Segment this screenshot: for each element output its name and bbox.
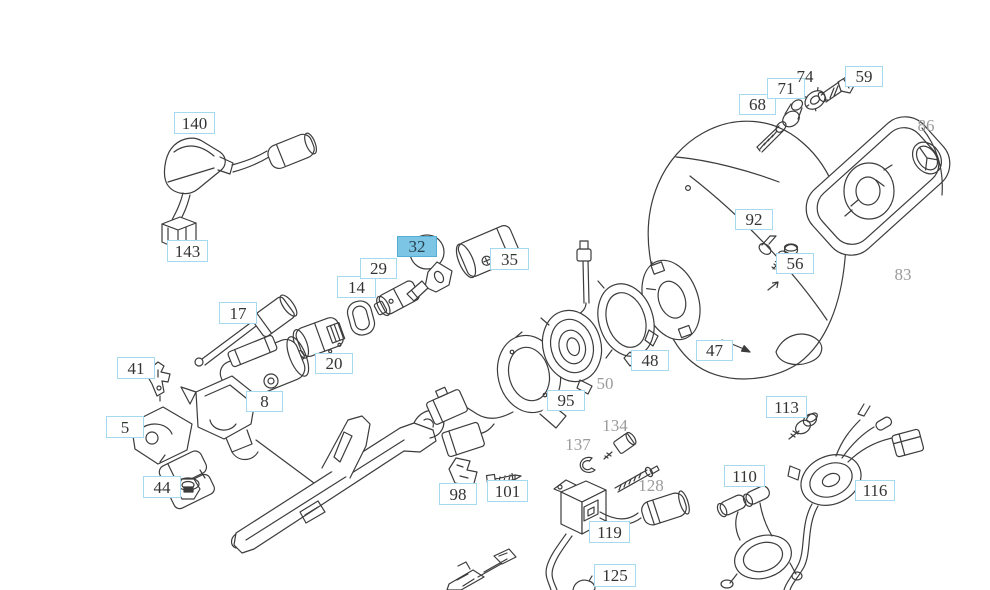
part-label-119[interactable]: 119 [589, 521, 630, 543]
part-drawing-bracket-98 [448, 457, 478, 488]
part-label-143[interactable]: 143 [167, 240, 208, 262]
part-drawing-stud-128 [614, 465, 660, 493]
part-label-113[interactable]: 113 [766, 396, 807, 418]
part-label-74: 74 [796, 66, 814, 86]
part-label-48[interactable]: 48 [631, 350, 669, 371]
part-drawing-column-jacket [230, 409, 445, 554]
part-drawing-screw-92 [758, 235, 777, 255]
part-label-20[interactable]: 20 [315, 353, 353, 374]
part-label-56[interactable]: 56 [776, 253, 814, 274]
part-drawing-airbag-cover [805, 116, 951, 256]
part-label-83: 83 [894, 264, 912, 284]
part-drawing-screw-113 [788, 412, 818, 440]
part-drawing-contact-ring-116 [783, 403, 925, 590]
part-label-95[interactable]: 95 [547, 390, 585, 411]
part-drawing-c-clip-137 [579, 456, 596, 474]
part-label-86: 86 [917, 115, 935, 135]
part-drawing-ignition-cable-119 [545, 479, 690, 590]
part-label-50: 50 [596, 373, 614, 393]
part-label-5[interactable]: 5 [106, 416, 144, 438]
part-label-59[interactable]: 59 [845, 66, 883, 87]
leader-line-8 [255, 439, 319, 487]
part-label-134: 134 [602, 415, 628, 435]
part-drawing-retainer-48 [597, 280, 659, 367]
part-label-44[interactable]: 44 [143, 476, 181, 498]
part-drawing-key-32 [406, 234, 453, 302]
part-label-98[interactable]: 98 [439, 483, 477, 505]
part-label-92[interactable]: 92 [735, 209, 773, 230]
part-drawing-emblem-86 [911, 141, 943, 175]
part-label-110[interactable]: 110 [724, 465, 765, 487]
part-drawing-lock-housing-8 [180, 334, 310, 461]
part-drawing-partial-bracket [446, 548, 517, 590]
part-label-35[interactable]: 35 [490, 248, 529, 270]
part-label-137: 137 [565, 434, 591, 454]
part-drawing-ring-14 [346, 300, 376, 336]
part-label-128: 128 [638, 475, 664, 495]
part-drawing-pin-17 [194, 294, 298, 367]
part-drawing-bracket-110 [716, 485, 803, 589]
part-label-68[interactable]: 68 [739, 94, 776, 115]
part-label-14[interactable]: 14 [337, 276, 376, 298]
part-label-125[interactable]: 125 [594, 564, 636, 587]
part-drawing-part-125 [572, 575, 596, 590]
part-label-47[interactable]: 47 [696, 340, 733, 361]
part-label-17[interactable]: 17 [219, 302, 257, 324]
part-label-41[interactable]: 41 [117, 357, 155, 379]
part-drawing-coil-spring-50 [540, 240, 603, 395]
part-label-101[interactable]: 101 [487, 480, 528, 502]
part-label-71[interactable]: 71 [767, 78, 805, 99]
part-label-32[interactable]: 32 [397, 236, 437, 257]
part-drawing-stud-68 [756, 121, 787, 153]
part-drawing-cap-nut-71 [782, 99, 804, 128]
part-drawing-bolt-134 [603, 431, 637, 460]
part-label-140[interactable]: 140 [174, 112, 215, 134]
part-label-116[interactable]: 116 [855, 480, 895, 501]
part-label-8[interactable]: 8 [246, 391, 283, 412]
part-label-29[interactable]: 29 [360, 258, 397, 279]
